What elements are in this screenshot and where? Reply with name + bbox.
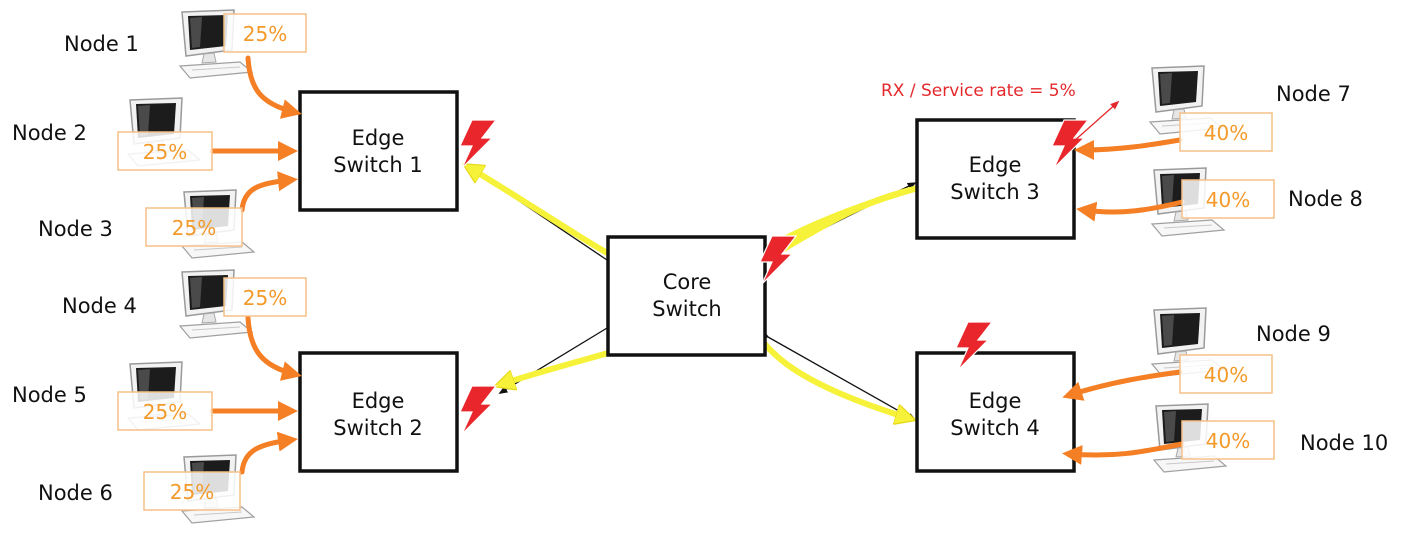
node-3-label: Node 3 xyxy=(38,217,113,241)
edge-switch-3: Edge Switch 3 xyxy=(915,118,1076,240)
arrow-node1-edge1 xyxy=(245,55,302,119)
edge-switch-3-label-line2: Switch 3 xyxy=(950,180,1039,204)
node-labels: Node 1 Node 2 Node 3 Node 4 Node 5 Node … xyxy=(12,32,1388,505)
svg-text:40%: 40% xyxy=(1204,363,1248,387)
svg-text:40%: 40% xyxy=(1204,121,1248,145)
node-5-label: Node 5 xyxy=(12,383,87,407)
node-1-utilization: 25% xyxy=(223,13,307,53)
node-4-label: Node 4 xyxy=(62,294,137,318)
svg-text:40%: 40% xyxy=(1206,429,1250,453)
edge-switch-4-label-line2: Switch 4 xyxy=(950,416,1039,440)
arrow-node9-edge4 xyxy=(1062,369,1183,401)
node-3-utilization: 25% xyxy=(145,207,243,247)
node-6-utilization: 25% xyxy=(143,471,241,511)
core-switch-label-line1: Core xyxy=(663,270,712,294)
edge-switch-1-label-line1: Edge xyxy=(352,126,405,150)
svg-text:25%: 25% xyxy=(143,400,187,424)
node-7-utilization: 40% xyxy=(1179,112,1273,152)
arrow-node4-edge2 xyxy=(245,315,302,381)
node-7-label: Node 7 xyxy=(1276,82,1351,106)
ingress-arrows xyxy=(209,55,1185,475)
link-core-edge4 xyxy=(759,330,917,421)
arrow-node6-edge2 xyxy=(239,431,298,475)
edge-switch-2-label-line1: Edge xyxy=(352,389,405,413)
svg-text:40%: 40% xyxy=(1206,188,1250,212)
lightning-bolt-icon xyxy=(459,119,497,169)
node-8-utilization: 40% xyxy=(1181,179,1275,219)
svg-text:25%: 25% xyxy=(243,286,287,310)
node-6-label: Node 6 xyxy=(38,481,113,505)
svg-text:25%: 25% xyxy=(172,216,216,240)
svg-text:25%: 25% xyxy=(170,480,214,504)
node-2-label: Node 2 xyxy=(12,121,87,145)
edge-switch-4-label-line1: Edge xyxy=(969,389,1022,413)
edge-switch-1-label-line2: Switch 1 xyxy=(333,153,422,177)
svg-text:25%: 25% xyxy=(243,22,287,46)
lightning-bolt-icon xyxy=(459,385,497,435)
edge-switch-3-label-line1: Edge xyxy=(969,153,1022,177)
core-switch: Core Switch xyxy=(606,235,767,357)
arrow-node3-edge1 xyxy=(239,171,298,213)
node-10-label: Node 10 xyxy=(1300,431,1388,455)
node-9-label: Node 9 xyxy=(1256,322,1331,346)
node-10-utilization: 40% xyxy=(1181,420,1275,460)
edge-switch-2: Edge Switch 2 xyxy=(298,351,459,473)
arrow-node7-edge3 xyxy=(1074,137,1183,160)
service-rate-text: RX / Service rate = 5% xyxy=(881,81,1076,101)
node-2-utilization: 25% xyxy=(117,131,213,171)
core-switch-label-line2: Switch xyxy=(652,297,721,321)
utilization-badges: 25% 25% 25% 25% 25% 25% 40% 40% xyxy=(117,13,1275,511)
edge-switch-1: Edge Switch 1 xyxy=(298,90,459,212)
edge-switch-4: Edge Switch 4 xyxy=(915,351,1076,473)
node-4-utilization: 25% xyxy=(223,277,307,317)
svg-text:25%: 25% xyxy=(143,140,187,164)
arrow-node8-edge3 xyxy=(1076,199,1185,222)
arrow-node10-edge4 xyxy=(1062,441,1185,465)
node-1-label: Node 1 xyxy=(64,32,139,56)
service-rate-annotation: RX / Service rate = 5% xyxy=(881,81,1120,151)
node-8-label: Node 8 xyxy=(1288,187,1363,211)
node-5-utilization: 25% xyxy=(117,391,213,431)
node-9-utilization: 40% xyxy=(1179,354,1273,394)
edge-switch-2-label-line2: Switch 2 xyxy=(333,416,422,440)
